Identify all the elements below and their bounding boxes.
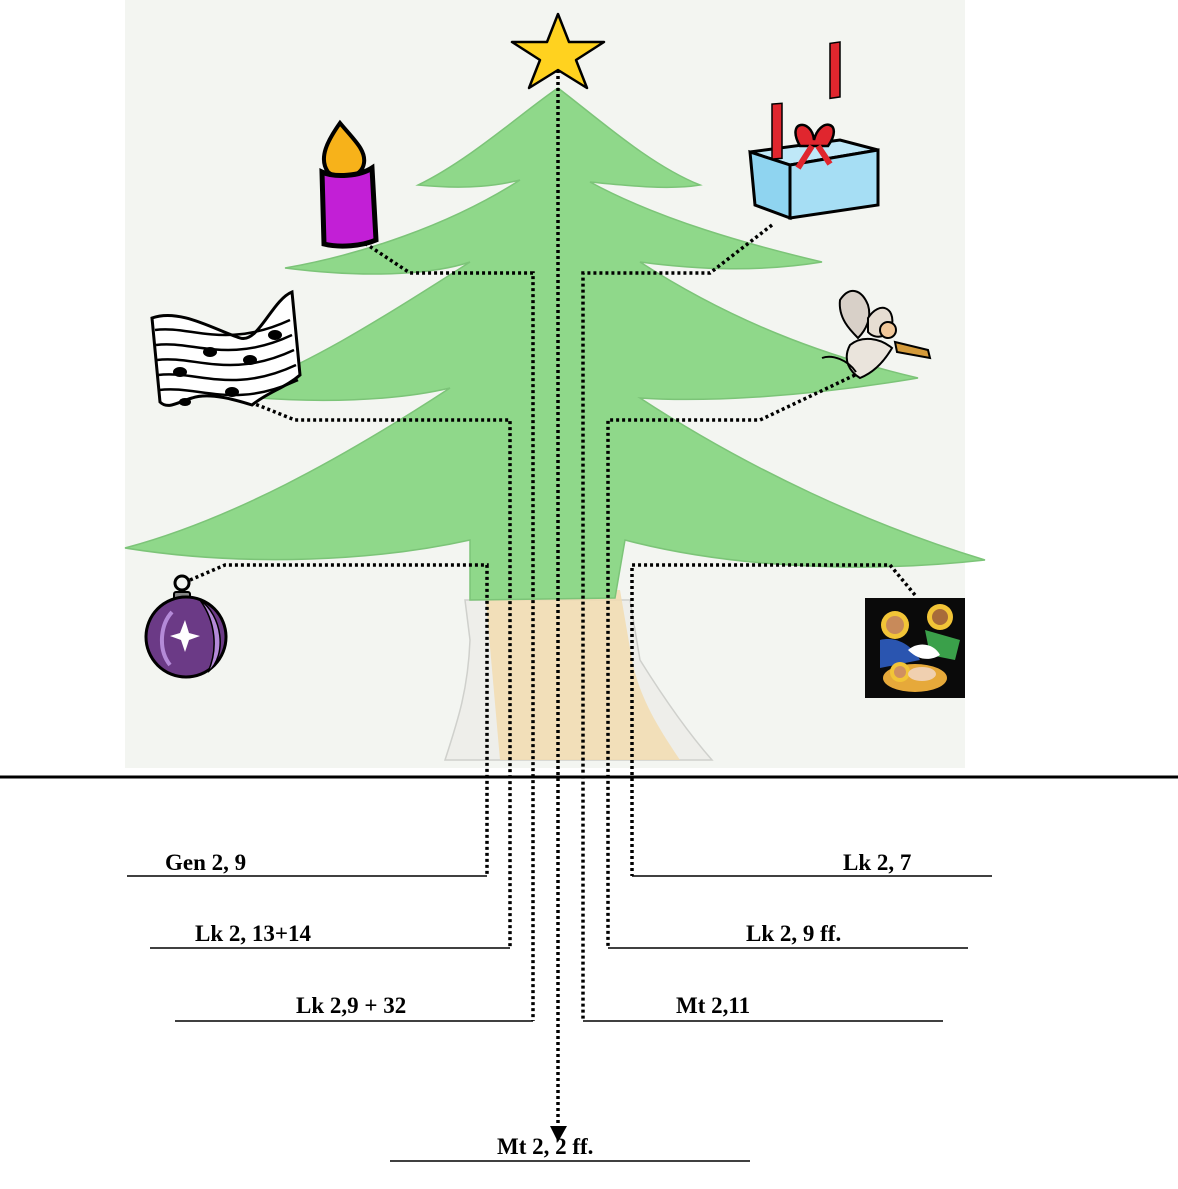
answer-lines	[127, 875, 992, 1162]
star-icon	[510, 12, 606, 90]
reference-ornament: Gen 2, 9	[165, 850, 247, 875]
tree-foliage	[124, 87, 986, 601]
connector-ornament	[189, 563, 489, 876]
reference-nativity: Lk 2, 7	[843, 850, 912, 875]
dotted-connectors	[189, 70, 917, 1135]
reference-star: Mt 2, 2 ff.	[497, 1134, 594, 1159]
angel-icon	[821, 290, 932, 380]
reference-angel: Lk 2, 9 ff.	[746, 921, 842, 946]
ornament-icon	[144, 574, 228, 679]
connector-angel	[606, 373, 856, 948]
connector-music	[244, 398, 512, 948]
connector-candle	[344, 228, 535, 1021]
arrow-head	[550, 1126, 567, 1142]
candle-icon	[319, 119, 379, 249]
music-sheet-icon	[150, 289, 302, 407]
gift-icon	[748, 41, 880, 221]
reference-gift: Mt 2,11	[676, 993, 751, 1018]
reference-music: Lk 2, 13+14	[195, 921, 311, 946]
connector-nativity	[630, 563, 917, 876]
nativity-icon	[865, 598, 965, 698]
reference-candle: Lk 2,9 + 32	[296, 993, 407, 1018]
